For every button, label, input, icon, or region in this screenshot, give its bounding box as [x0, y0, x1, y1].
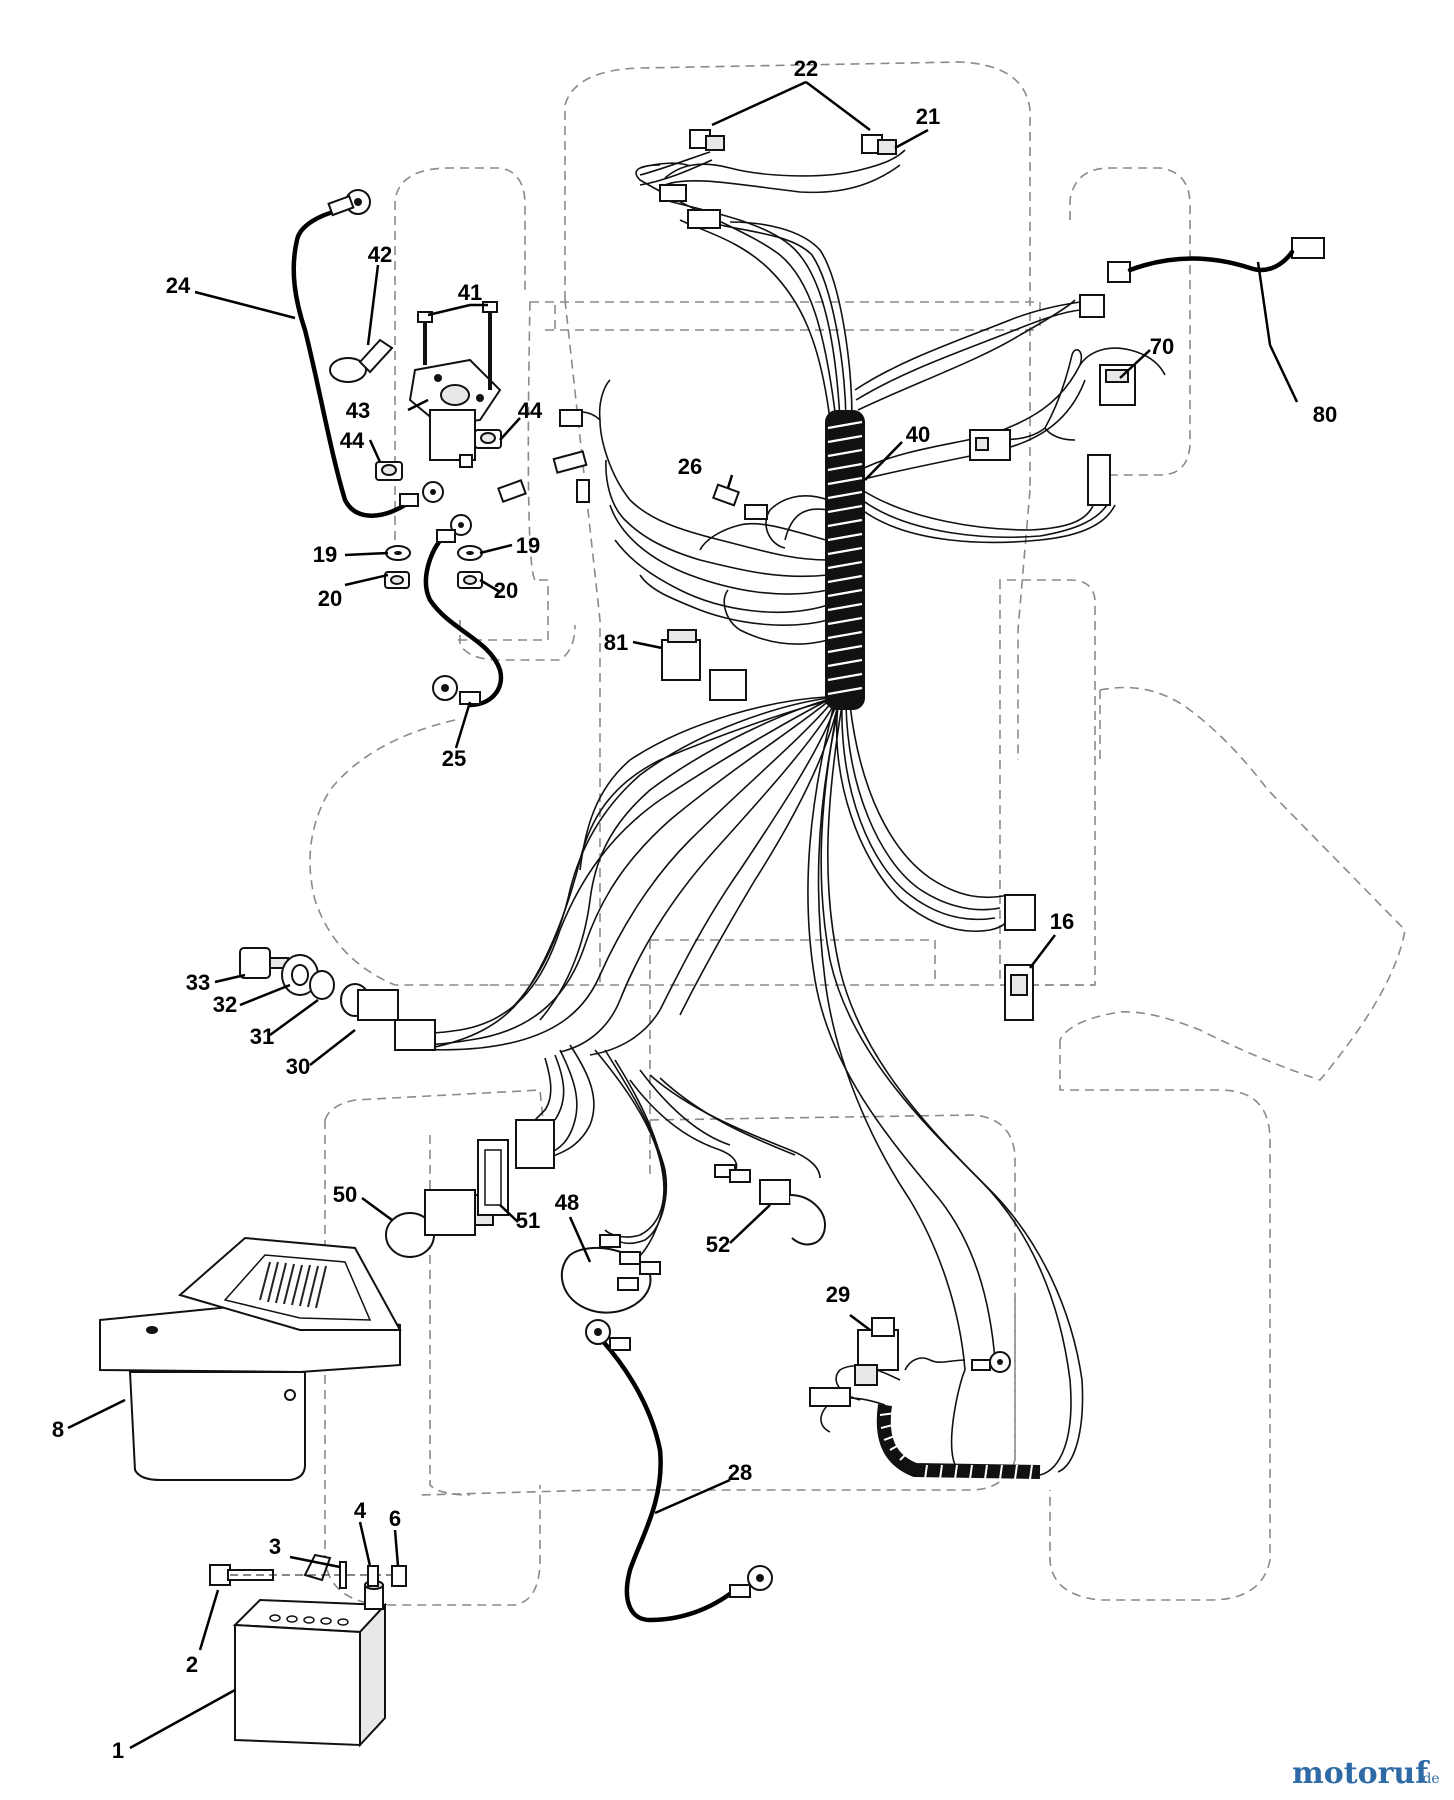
- callout-3: 3: [269, 1534, 281, 1559]
- bulb-socket-left: [689, 129, 725, 151]
- ignition-key: [239, 947, 289, 979]
- callout-70: 70: [1150, 334, 1174, 359]
- callout-44-right: 44: [518, 398, 543, 423]
- callout-26: 26: [678, 454, 702, 479]
- callout-48: 48: [555, 1190, 579, 1215]
- callout-labels: 22 21 24 42 41 43 44 44 19 20 19 20 25 8…: [52, 56, 1337, 1763]
- ignition-washer: [309, 970, 335, 1000]
- ring-terminals: [327, 189, 1011, 1598]
- callout-41: 41: [458, 280, 482, 305]
- callout-50: 50: [333, 1182, 357, 1207]
- callout-43: 43: [346, 398, 370, 423]
- seat-switch: [854, 1317, 899, 1386]
- battery-box: [99, 1236, 402, 1481]
- starter-solenoid: [408, 358, 502, 468]
- washers-19: [385, 545, 483, 561]
- callout-25: 25: [442, 746, 466, 771]
- callout-4: 4: [354, 1498, 367, 1523]
- terminal-28-bottom: [729, 1565, 773, 1598]
- callout-2: 2: [186, 1652, 198, 1677]
- callout-28: 28: [728, 1460, 752, 1485]
- chassis-outline: [309, 61, 1406, 1606]
- terminal-24-top: [327, 189, 371, 217]
- terminal-28-top: [585, 1319, 631, 1351]
- connectors: [239, 129, 1325, 1407]
- callout-42: 42: [368, 242, 392, 267]
- callout-16: 16: [1050, 909, 1074, 934]
- callout-30: 30: [286, 1054, 310, 1079]
- callout-31: 31: [250, 1024, 274, 1049]
- ignition-switch: [340, 983, 436, 1051]
- callout-22: 22: [794, 56, 818, 81]
- watermark-suffix: .de: [1418, 1771, 1440, 1787]
- terminal-25-top: [436, 514, 472, 543]
- callout-8: 8: [52, 1417, 64, 1442]
- callout-44-left: 44: [340, 428, 365, 453]
- callout-80: 80: [1313, 402, 1337, 427]
- callout-19-right: 19: [516, 533, 540, 558]
- bulb-socket-right: [861, 134, 897, 155]
- callout-29: 29: [826, 1282, 850, 1307]
- boot-42: [329, 338, 394, 383]
- watermark-brand: motoruf: [1292, 1756, 1430, 1791]
- nuts-44: [375, 429, 502, 481]
- leader-lines: [67, 80, 1299, 1750]
- callout-51: 51: [516, 1208, 540, 1233]
- terminal-24-bottom: [399, 481, 444, 507]
- callout-19-left: 19: [313, 542, 337, 567]
- switch-bezel: [477, 1139, 509, 1216]
- main-harness-wires: [404, 149, 1166, 1477]
- callout-20-right: 20: [494, 578, 518, 603]
- callout-52: 52: [706, 1232, 730, 1257]
- bolts-41: [417, 301, 498, 390]
- callout-20-left: 20: [318, 586, 342, 611]
- harness-convolute-sleeve: [825, 410, 865, 710]
- battery-cables: [291, 207, 738, 1623]
- callout-1: 1: [112, 1738, 124, 1763]
- callout-33: 33: [186, 970, 210, 995]
- nuts-20: [384, 571, 483, 589]
- callout-40: 40: [906, 422, 930, 447]
- terminal-25-bottom: [432, 675, 481, 705]
- pto-switch-knob: [385, 1189, 494, 1258]
- watermark-logo: motoruf .de: [1292, 1756, 1440, 1791]
- callout-6: 6: [389, 1506, 401, 1531]
- coiled-wire: [820, 1397, 1041, 1480]
- callout-24: 24: [166, 273, 191, 298]
- callout-21: 21: [916, 104, 940, 129]
- callout-32: 32: [213, 992, 237, 1017]
- callout-81: 81: [604, 630, 628, 655]
- terminal-ground-29: [971, 1351, 1011, 1373]
- battery-hardware: [209, 1553, 407, 1589]
- battery: [232, 1580, 388, 1748]
